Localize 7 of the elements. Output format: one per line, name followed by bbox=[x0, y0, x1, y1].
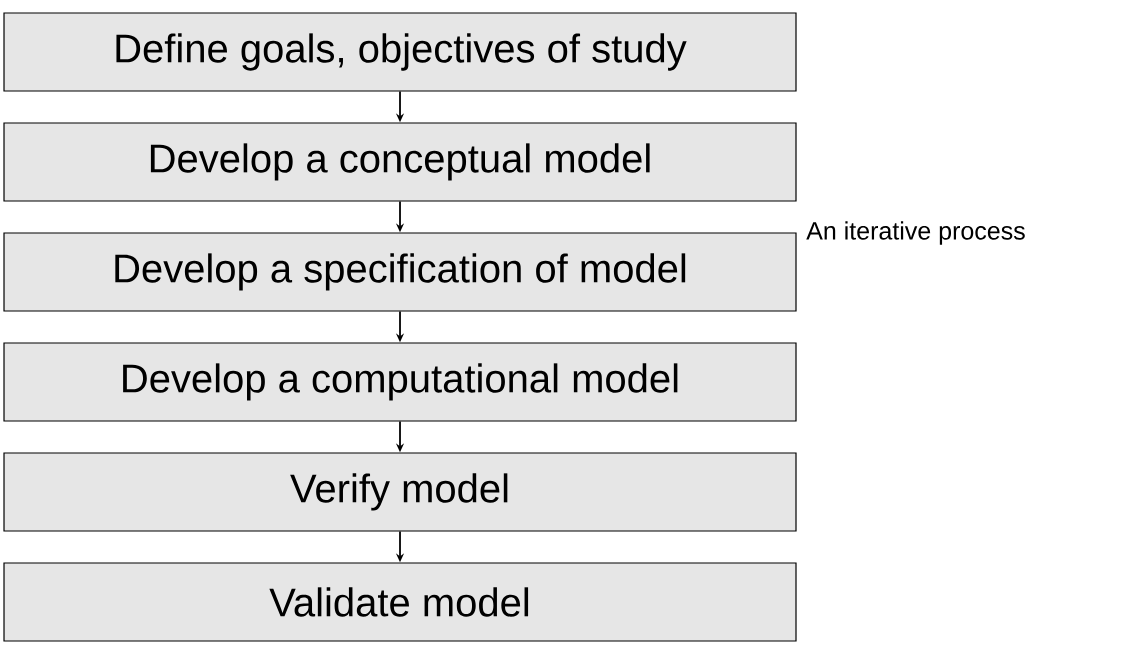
process-box: Verify model bbox=[3, 452, 797, 532]
process-box: Develop a computational model bbox=[3, 342, 797, 422]
process-box: Define goals, objectives of study bbox=[3, 12, 797, 92]
note-text: An iterative process bbox=[806, 221, 1025, 245]
process-box: Validate model bbox=[3, 562, 797, 642]
process-box: Develop a conceptual model bbox=[3, 122, 797, 202]
process-box: Develop a specification of model bbox=[3, 232, 797, 312]
